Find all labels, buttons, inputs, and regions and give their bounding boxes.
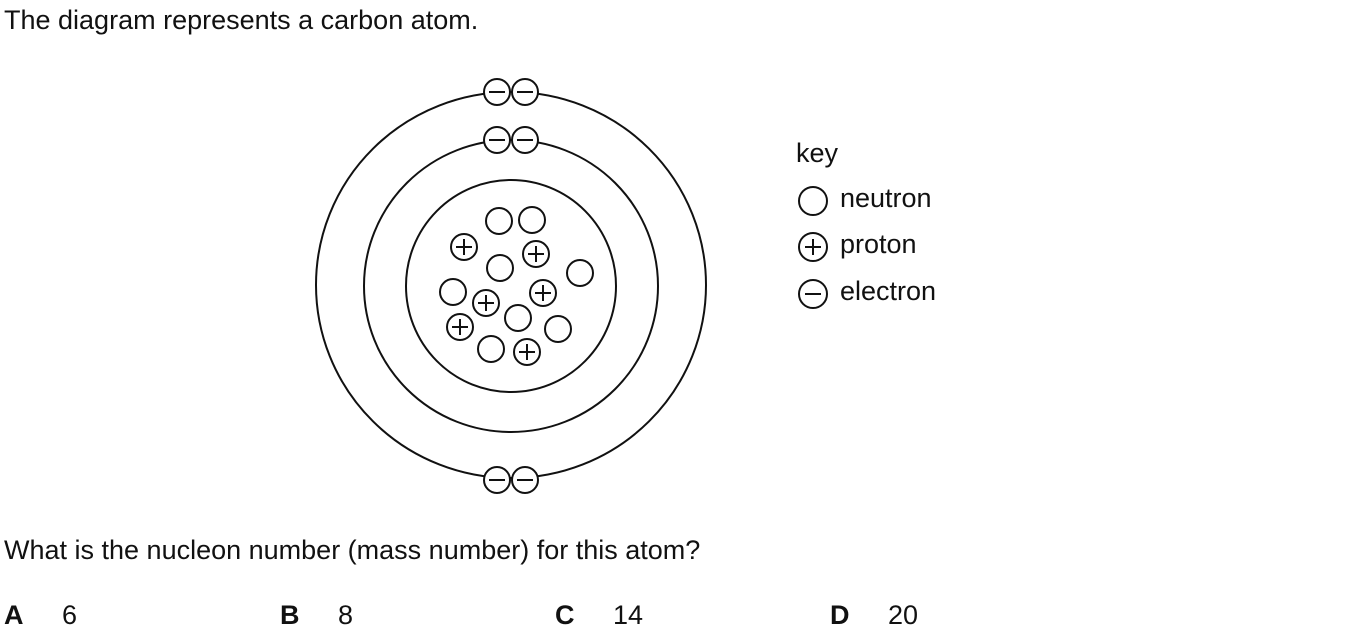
option-letter: C bbox=[555, 600, 575, 630]
option-value: 20 bbox=[888, 600, 919, 630]
option-c[interactable]: C 14 bbox=[555, 600, 643, 631]
nucleus-boundary bbox=[405, 179, 617, 393]
key-title: key bbox=[796, 138, 839, 168]
key-label-proton: proton bbox=[840, 229, 917, 259]
proton-icon bbox=[798, 232, 828, 262]
question-text: What is the nucleon number (mass number)… bbox=[4, 535, 701, 565]
electron-pair-inner bbox=[483, 126, 539, 154]
protons bbox=[446, 233, 557, 366]
option-value: 14 bbox=[613, 600, 644, 630]
option-value: 6 bbox=[62, 600, 78, 630]
option-letter: D bbox=[830, 600, 850, 630]
neutron-icon bbox=[798, 186, 828, 216]
neutrons bbox=[439, 206, 594, 363]
electron-icon bbox=[798, 279, 828, 309]
outer-shell bbox=[315, 91, 707, 479]
electron-pair-top bbox=[483, 78, 539, 106]
option-d[interactable]: D 20 bbox=[830, 600, 918, 631]
intro-text: The diagram represents a carbon atom. bbox=[4, 5, 479, 35]
middle-shell bbox=[363, 139, 659, 433]
option-letter: A bbox=[4, 600, 24, 630]
option-letter: B bbox=[280, 600, 300, 630]
electron-pair-bottom bbox=[483, 466, 539, 494]
key-label-neutron: neutron bbox=[840, 183, 932, 213]
key-label-electron: electron bbox=[840, 276, 937, 306]
option-value: 8 bbox=[338, 600, 354, 630]
